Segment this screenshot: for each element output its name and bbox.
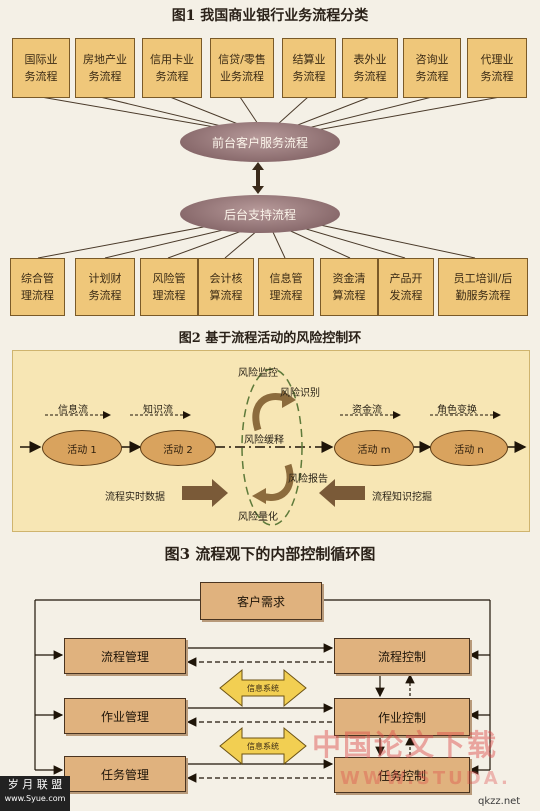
- fig1-title: 图1 我国商业银行业务流程分类: [171, 8, 369, 24]
- top-process-box: 信用卡业 务流程: [142, 38, 202, 98]
- risk-mitigate-label: 风险缓释: [244, 435, 284, 446]
- fig3-title: 图3 流程观下的内部控制循环图: [164, 545, 376, 563]
- risk-quantify-label: 风险量化: [238, 512, 278, 523]
- bottom-process-box: 产品开 发流程: [378, 258, 434, 316]
- flow-label: 资金流: [352, 405, 382, 416]
- job-management-box: 作业管理: [64, 698, 186, 734]
- fig2-title: 图2 基于流程活动的风险控制环: [178, 331, 362, 346]
- top-process-box: 国际业 务流程: [12, 38, 70, 98]
- process-management-box: 流程管理: [64, 638, 186, 674]
- left-watermark-url: www.Syue.com: [4, 794, 66, 803]
- top-process-box: 结算业 务流程: [282, 38, 336, 98]
- bottom-process-box: 计划财 务流程: [75, 258, 135, 316]
- job-control-box: 作业控制: [334, 698, 470, 736]
- front-process-ellipse: 前台客户服务流程: [180, 122, 340, 162]
- bottom-process-box: 员工培训/后 勤服务流程: [438, 258, 528, 316]
- realtime-data-label: 流程实时数据: [105, 492, 165, 503]
- risk-monitor-label: 风险监控: [238, 368, 278, 379]
- left-watermark-text: 岁 月 联 盟: [7, 778, 63, 791]
- flow-label: 信息流: [58, 405, 88, 416]
- bottom-process-box: 风险管 理流程: [140, 258, 198, 316]
- top-process-box: 咨询业 务流程: [403, 38, 461, 98]
- bottom-process-box: 综合管 理流程: [10, 258, 65, 316]
- back-process-ellipse: 后台支持流程: [180, 195, 340, 233]
- top-process-box: 表外业 务流程: [342, 38, 398, 98]
- info-system-label: 信息系统: [247, 742, 279, 751]
- risk-report-label: 风险报告: [288, 474, 328, 485]
- top-process-box: 房地产业 务流程: [75, 38, 135, 98]
- flow-label: 知识流: [143, 405, 173, 416]
- top-process-box: 代理业 务流程: [467, 38, 527, 98]
- activity-node: 活动 1: [42, 430, 122, 466]
- bottom-process-box: 信息管 理流程: [258, 258, 314, 316]
- activity-node: 活动 m: [334, 430, 414, 466]
- right-watermark-url: WWW.STUDA.: [340, 768, 511, 789]
- left-watermark-logo: 岁 月 联 盟 www.Syue.com: [0, 776, 70, 811]
- risk-identify-label: 风险识别: [280, 388, 320, 399]
- activity-node: 活动 n: [430, 430, 508, 466]
- knowledge-mining-label: 流程知识挖掘: [372, 492, 432, 503]
- process-control-box: 流程控制: [334, 638, 470, 674]
- bottom-process-box: 会计核 算流程: [198, 258, 254, 316]
- activity-node: 活动 2: [140, 430, 216, 466]
- task-management-box: 任务管理: [64, 756, 186, 792]
- info-system-label: 信息系统: [247, 684, 279, 693]
- top-process-box: 信贷/零售 业务流程: [210, 38, 274, 98]
- right-watermark-text: 中国论文下载: [312, 728, 499, 762]
- task-control-box: 任务控制: [334, 757, 470, 793]
- bottom-process-box: 资金清 算流程: [320, 258, 378, 316]
- right-watermark-domain: qkzz.net: [478, 796, 521, 807]
- customer-demand-box: 客户需求: [200, 582, 322, 620]
- flow-label: 角色变换: [437, 405, 477, 416]
